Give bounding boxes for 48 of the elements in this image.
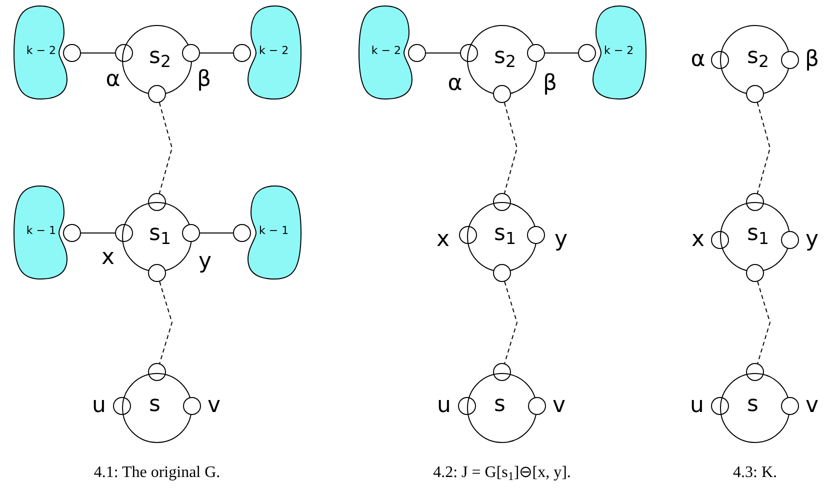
port-label: x [101,247,115,269]
dashed-line [504,281,518,364]
port-label: y [805,229,819,251]
port-label: α [690,49,706,71]
connector-line [200,52,234,54]
port-label: u [92,395,106,417]
port-label: β [804,49,820,71]
port-label: v [207,395,221,417]
blob-label: k − 1 [259,225,289,236]
connector-line [200,232,234,234]
blob-label: k − 2 [259,45,289,56]
vertex-label: s$_{1}$ [747,223,769,245]
dashed-line [158,102,173,194]
dashed-line [756,102,771,194]
port-label: v [805,395,819,417]
port-label: x [436,229,450,251]
subfigure-caption: 4.2: J = G[s$_{1}$]⊖[x, y]. [433,463,571,485]
port-label: u [437,395,451,417]
subfigure-caption: 4.3: K. [733,463,777,483]
port-label: β [196,69,212,91]
port-label: u [690,395,704,417]
vertex-label: s$_{2}$ [149,46,171,68]
blob-label: k − 1 [26,225,56,236]
port-label: y [198,251,212,273]
connector-line [544,52,578,54]
vertex-label: s [494,394,506,416]
vertex-label: s$_{2}$ [747,46,769,68]
vertex-label: s [747,394,758,416]
dashed-line [757,281,771,364]
vertex-label: s [149,394,160,416]
vertex-label: s$_{2}$ [494,46,516,68]
port-label: v [552,395,566,417]
port-label: x [691,229,705,251]
vertex-label: s$_{1}$ [494,223,516,245]
blob-label: k − 2 [371,45,401,56]
connector-line [426,52,460,54]
dashed-line [504,102,518,194]
blob-label: k − 2 [604,45,634,56]
port-label: α [448,73,462,95]
connector-line [80,232,116,234]
port-label: β [542,73,558,95]
vertex-label: s$_{1}$ [149,223,171,245]
connector-line [80,52,116,54]
blob-label: k − 2 [26,45,56,56]
port-label: y [554,229,568,251]
subfigure-caption: 4.1: The original G. [94,463,220,483]
dashed-line [159,281,173,364]
port-label: α [106,69,120,91]
